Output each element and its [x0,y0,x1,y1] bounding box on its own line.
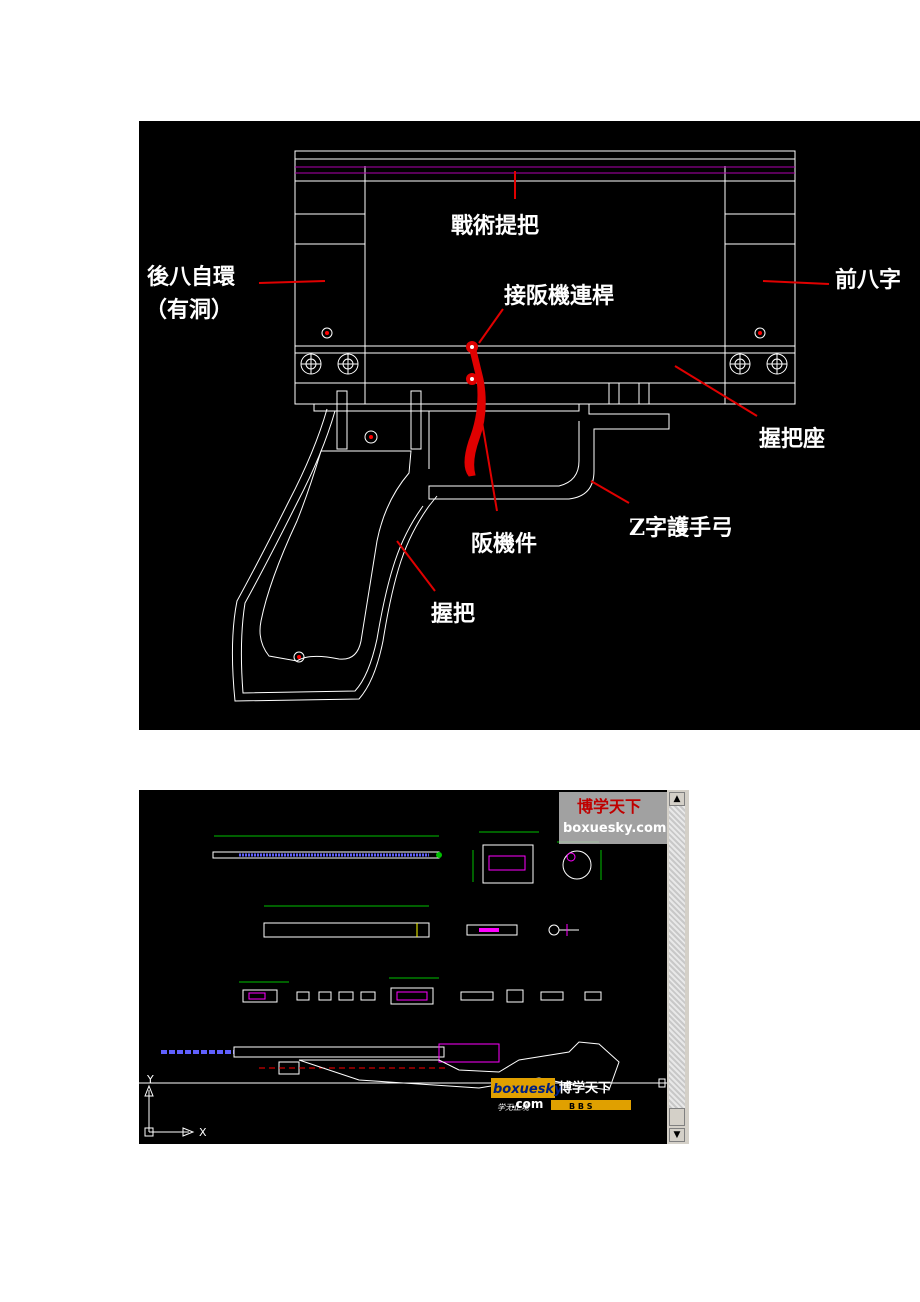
small-parts-row [239,977,602,1005]
scroll-track[interactable] [669,806,685,1110]
cad-drawing-gun-assembly: 戰術提把 後八自環 （有洞） 前八字 接阪機連桿 握把座 Z字護手弓 阪機件 握… [139,121,920,730]
barrel-part [212,835,442,859]
leader-lines [258,171,830,592]
label-rear-ring-note: （有洞） [145,297,233,323]
label-grip: 握把 [431,601,475,627]
scroll-thumb[interactable] [669,1108,685,1126]
parts-overview-svg: Y X 博学天下 boxuesky.com boxuesky 博学天下 .com… [139,792,667,1139]
label-tactical-handle: 戰術提把 [451,213,539,239]
ucs-icon [144,1084,195,1137]
trigger-assembly [464,341,486,477]
svg-text:博学天下: 博学天下 [559,1080,611,1096]
svg-text:B B S: B B S [569,1102,593,1111]
scroll-up-button[interactable]: ▲ [669,792,685,806]
axis-y-label: Y [146,1073,154,1086]
boxuesky-logo: boxuesky 博学天下 .com B B S 学无止境 [491,1078,631,1112]
rod-part [263,905,430,938]
watermark-url: boxuesky.com [563,821,666,836]
label-grip-base: 握把座 [759,426,825,452]
label-linkage-rod: 接阪機連桿 [504,283,614,309]
upper-body-outline [294,150,796,405]
scroll-down-button[interactable]: ▼ [669,1128,685,1142]
label-front-ring: 前八字 [835,267,901,293]
label-trigger-guard: Z字護手弓 [629,515,733,541]
cad-drawing-parts-overview: Y X 博学天下 boxuesky.com boxuesky 博学天下 .com… [139,790,689,1144]
label-rear-ring: 後八自環 [147,264,236,290]
small-part-2 [466,924,579,936]
grip-outer-outline [231,408,438,702]
end-view-part [557,841,602,880]
label-trigger-part: 阪機件 [471,531,537,557]
watermark-top: 博学天下 boxuesky.com [559,792,667,844]
svg-text:boxuesky: boxuesky [493,1082,563,1097]
gun-diagram-svg: 戰術提把 後八自環 （有洞） 前八字 接阪機連桿 握把座 Z字護手弓 阪機件 握… [145,150,901,702]
vertical-scrollbar[interactable]: ▲ ▼ [667,790,689,1144]
svg-text:学无止境: 学无止境 [497,1103,530,1112]
svg-text:.com: .com [511,1097,543,1111]
gun-assembly-part [161,1041,620,1091]
receiver-part [472,831,539,884]
watermark-cn: 博学天下 [577,797,641,816]
axis-x-label: X [199,1126,207,1139]
